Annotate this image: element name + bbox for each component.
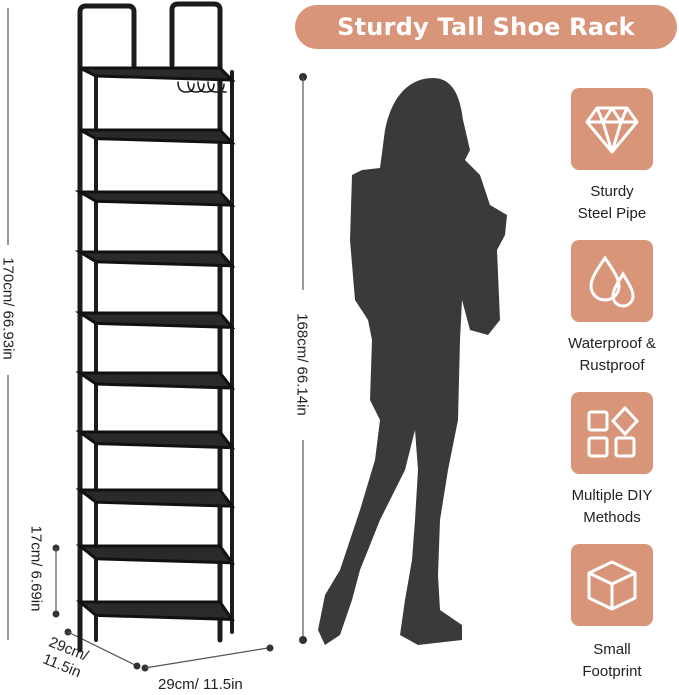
person-height-label: 168cm/ 66.14in xyxy=(293,313,311,416)
shelf-gap-line xyxy=(52,544,60,618)
feature-icon-tile xyxy=(571,240,653,322)
rack-height-label: 170cm/ 66.93in xyxy=(0,257,17,360)
shoe-rack xyxy=(74,1,236,653)
feature-label: Waterproof &Rustproof xyxy=(568,335,656,374)
rack-shelf xyxy=(79,66,236,82)
shelf-gap-label: 17cm/ 6.69in xyxy=(27,525,45,612)
feature-icon-tile xyxy=(571,392,653,474)
rack-shelf xyxy=(74,250,236,268)
rack-shelf xyxy=(79,128,236,145)
rack-shelf xyxy=(75,544,235,565)
diy-shapes-icon xyxy=(587,405,640,458)
width-line xyxy=(141,644,274,672)
water-drops-icon xyxy=(589,255,635,308)
width-label: 29cm/ 11.5in xyxy=(158,676,243,693)
title-banner: Sturdy Tall Shoe Rack xyxy=(295,5,677,49)
feature-icon-tile xyxy=(571,88,653,170)
person-height-line xyxy=(299,73,307,644)
cube-icon xyxy=(587,560,637,611)
rack-shelf xyxy=(74,311,236,329)
diamond-icon xyxy=(585,106,639,154)
rack-shelf xyxy=(75,430,236,450)
feature-icon-tile xyxy=(571,544,653,626)
rack-shelf xyxy=(74,190,236,207)
rack-shelf xyxy=(75,488,236,508)
rack-shelf xyxy=(75,600,235,621)
rack-shelf xyxy=(75,371,236,390)
person-silhouette xyxy=(318,78,507,645)
